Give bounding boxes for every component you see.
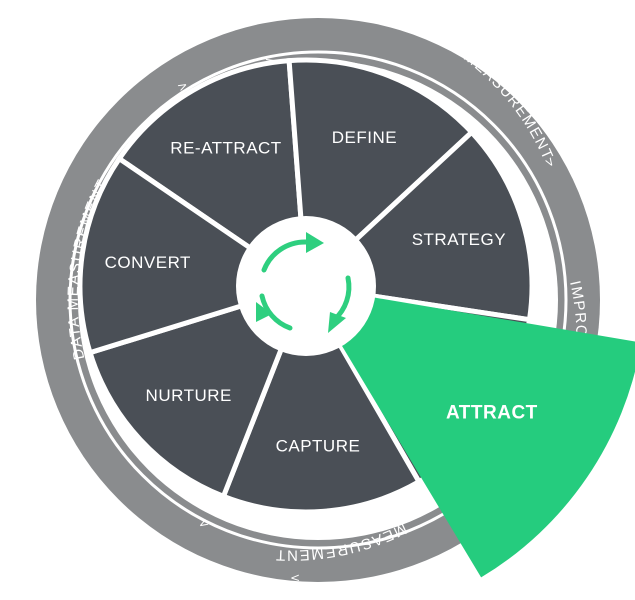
segment-label-nurture: NURTURE — [146, 386, 232, 405]
segment-label-strategy: STRATEGY — [412, 230, 506, 249]
ring-inner-border — [68, 50, 568, 550]
ring-chevron-icon: > — [290, 571, 301, 585]
segment-label-re-attract: RE-ATTRACT — [170, 138, 281, 157]
cycle-arrows-icon — [256, 232, 352, 333]
segment-attract-active[interactable] — [337, 296, 635, 578]
segment-label-attract: ATTRACT — [446, 403, 538, 424]
ring-chevron-icon: > — [25, 290, 39, 300]
segment-label-capture: CAPTURE — [276, 437, 361, 456]
ring-chevron-icon: > — [547, 298, 561, 308]
segment-label-define: DEFINE — [332, 128, 397, 147]
segment-group: RE-ATTRACT DEFINE STRATEGY ATTRACT CAPTURE NU… — [77, 57, 635, 578]
segment-label-convert: CONVERT — [105, 253, 191, 272]
